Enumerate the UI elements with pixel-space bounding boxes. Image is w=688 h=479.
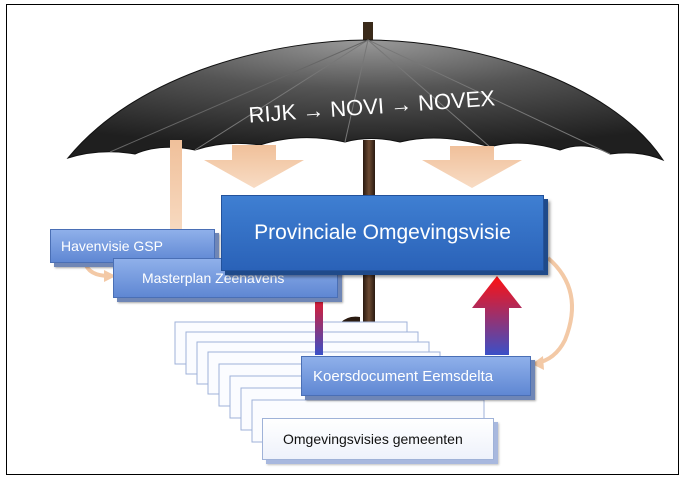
- curve-head: [532, 356, 544, 370]
- node-label: Havenvisie GSP: [61, 238, 163, 254]
- curve-provinciaal-koers: [535, 256, 574, 365]
- arrow-up-small: [310, 288, 328, 355]
- arrow-up-large: [472, 276, 522, 355]
- curve-head: [104, 270, 116, 282]
- node-omgevingsvisies-gemeenten: Omgevingsvisies gemeenten: [262, 418, 494, 460]
- node-label: Provinciale Omgevingsvisie: [254, 221, 511, 244]
- node-label: Masterplan Zeehavens: [142, 270, 285, 286]
- canopy-rib: [344, 39, 369, 143]
- canopy-rib: [367, 39, 611, 155]
- node-label: Koersdocument Eemsdelta: [313, 367, 494, 385]
- arrow-down-center: [204, 145, 304, 188]
- node-label: Omgevingsvisies gemeenten: [283, 431, 463, 447]
- arrow-down-right: [422, 146, 522, 188]
- node-havenvisie: Havenvisie GSP: [50, 229, 215, 263]
- node-koersdocument-eemsdelta: Koersdocument Eemsdelta: [301, 356, 531, 396]
- node-provinciale-omgevingsvisie: Provinciale Omgevingsvisie: [221, 195, 544, 271]
- umbrella-tip: [363, 22, 373, 48]
- canopy-rib: [194, 39, 369, 151]
- canopy-rib: [109, 39, 369, 153]
- umbrella-canopy: [66, 39, 665, 162]
- canopy-rib: [367, 39, 491, 148]
- arrow-down-havenvisie: [170, 140, 182, 240]
